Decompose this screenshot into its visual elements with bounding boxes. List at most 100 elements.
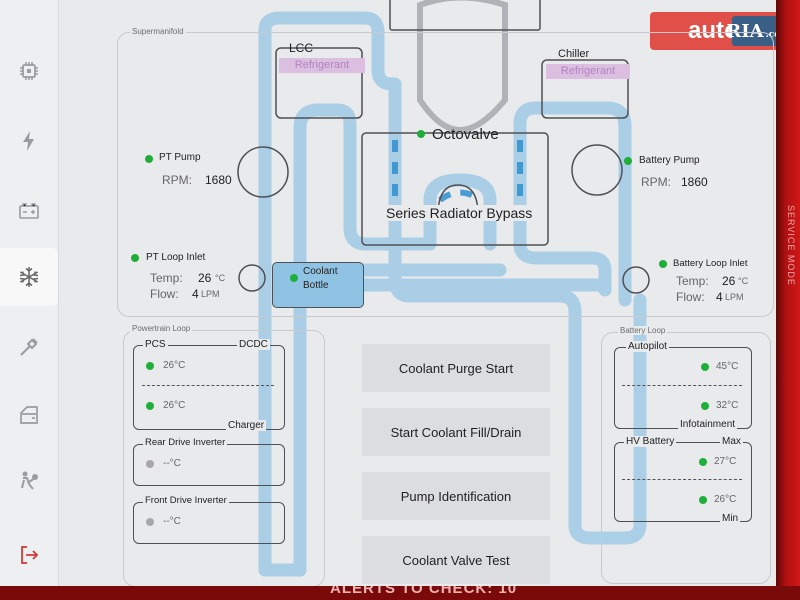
car-door-icon (20, 406, 38, 424)
hv-battery-divider (622, 479, 742, 480)
battery-pump-rpm-label: RPM: (641, 175, 671, 189)
rear-drive-inverter-status-dot (146, 460, 154, 468)
coolant-bottle (272, 262, 364, 308)
charger-label: Charger (226, 420, 267, 431)
sidebar-item-body[interactable] (0, 386, 58, 444)
lcc-box (275, 47, 363, 119)
battery-loop-inlet-flow-label: Flow: (676, 290, 705, 304)
front-drive-inverter-temp: --°C (163, 516, 181, 527)
pcs-divider (142, 385, 274, 386)
autopilot-box (614, 347, 752, 429)
pt-loop-inlet-label: PT Loop Inlet (146, 252, 206, 263)
battery-loop-title: Battery Loop (618, 326, 668, 335)
lightning-icon (23, 131, 34, 151)
chiller-box (541, 59, 629, 119)
pcs-status-dot (146, 362, 154, 370)
pcs-label: PCS (143, 339, 168, 350)
battery-loop-inlet-temp-value: 26 (722, 274, 736, 288)
screen-bezel: SERVICE MODE (776, 0, 800, 600)
pt-pump-rpm-label: RPM: (162, 173, 192, 187)
dcdc-status-dot (146, 402, 154, 410)
chiller-label: Chiller (558, 48, 590, 60)
battery-loop-inlet-flow-value: 4 (716, 290, 723, 304)
sidebar-item-controller[interactable] (0, 42, 58, 100)
chiller-refrigerant-label: Refrigerant (546, 64, 630, 79)
pcs-dcdc-box (133, 345, 285, 430)
battery-loop-inlet-flow-unit: LPM (725, 292, 744, 302)
logo-badge-text: RIA (726, 20, 764, 42)
pt-loop-inlet-flow-label: Flow: (150, 287, 179, 301)
pipe-left-inner (293, 103, 437, 577)
sidebar (0, 0, 59, 600)
sidebar-item-thermal[interactable] (0, 248, 58, 306)
pt-loop-inlet-sensor (238, 264, 266, 292)
pcs-temp: 26°C (163, 360, 186, 371)
pt-loop-inlet-temp-value: 26 (198, 271, 212, 285)
lcc-refrigerant-label: Refrigerant (279, 58, 365, 73)
start-coolant-fill-drain-button[interactable]: Start Coolant Fill/Drain (362, 408, 550, 456)
airbag-icon (21, 471, 38, 490)
alerts-count-text: ALERTS TO CHECK: 10 (330, 586, 518, 597)
pt-loop-inlet-flow-unit: LPM (201, 289, 220, 299)
top-box (389, 0, 541, 31)
tool-icon (20, 338, 38, 356)
front-drive-inverter-status-dot (146, 518, 154, 526)
hv-battery-min-status-dot (699, 496, 707, 504)
hv-battery-label: HV Battery (624, 436, 677, 447)
coolant-bottle-status-dot (290, 274, 298, 282)
pt-loop-inlet-flow-value: 4 (192, 287, 199, 301)
coolant-bottle-label-line1: Coolant (303, 266, 338, 277)
infotainment-label: Infotainment (678, 419, 738, 430)
lcc-label: LCC (289, 41, 314, 55)
rear-drive-inverter-box (133, 444, 285, 486)
pt-loop-inlet-temp-label: Temp: (150, 271, 183, 285)
hv-battery-max-label: Max (720, 436, 743, 447)
pt-loop-inlet-temp-unit: °C (215, 273, 226, 283)
hv-battery-max-temp: 27°C (714, 456, 737, 467)
exit-icon (21, 546, 39, 564)
sidebar-item-safety[interactable] (0, 452, 58, 510)
sidebar-item-tools[interactable] (0, 318, 58, 376)
coolant-purge-start-button[interactable]: Coolant Purge Start (362, 344, 550, 392)
octovalve-label: Octovalve (432, 126, 499, 143)
chip-icon (20, 62, 38, 80)
logo-word: auto (688, 17, 739, 44)
service-mode-label: SERVICE MODE (786, 205, 796, 286)
battery-pump-rpm-value: 1860 (681, 175, 708, 189)
dcdc-temp: 26°C (163, 400, 186, 411)
hv-battery-min-label: Min (720, 513, 741, 524)
watermark-logo: auto RIA.com (650, 12, 790, 50)
pipe-flow-ring (438, 189, 482, 203)
battery-loop-inlet-temp-label: Temp: (676, 274, 709, 288)
rear-drive-inverter-temp: --°C (163, 458, 181, 469)
hv-battery-box (614, 442, 752, 522)
infotainment-status-dot (701, 402, 709, 410)
pump-identification-button[interactable]: Pump Identification (362, 472, 550, 520)
battery-icon (19, 203, 39, 219)
sidebar-item-exit[interactable] (0, 526, 58, 584)
rear-drive-inverter-label: Rear Drive Inverter (143, 437, 228, 448)
pipe-ring-loop (423, 173, 497, 251)
autopilot-status-dot (701, 363, 709, 371)
autopilot-temp: 45°C (716, 361, 739, 372)
sidebar-item-battery[interactable] (0, 182, 58, 240)
dcdc-label: DCDC (237, 339, 270, 350)
battery-loop-panel (601, 332, 771, 584)
octovalve-box (361, 132, 549, 246)
coolant-valve-test-button[interactable]: Coolant Valve Test (362, 536, 550, 584)
battery-loop-inlet-sensor (622, 266, 650, 294)
sidebar-item-power[interactable] (0, 112, 58, 170)
autopilot-label: Autopilot (626, 341, 669, 352)
hv-battery-min-temp: 26°C (714, 494, 737, 505)
alert-bar[interactable]: ALERTS TO CHECK: 10 (0, 586, 800, 600)
octovalve-status-dot (417, 130, 425, 138)
infotainment-temp: 32°C (716, 400, 739, 411)
pt-pump-ring (237, 146, 289, 198)
autopilot-divider (622, 385, 742, 386)
battery-pump-label: Battery Pump (639, 155, 700, 166)
front-drive-inverter-label: Front Drive Inverter (143, 495, 229, 506)
series-radiator-bypass-label: Series Radiator Bypass (386, 205, 533, 221)
battery-loop-inlet-status-dot (659, 260, 667, 268)
battery-loop-inlet-temp-unit: °C (738, 276, 749, 286)
supermanifold-title: Supermanifold (130, 27, 186, 36)
